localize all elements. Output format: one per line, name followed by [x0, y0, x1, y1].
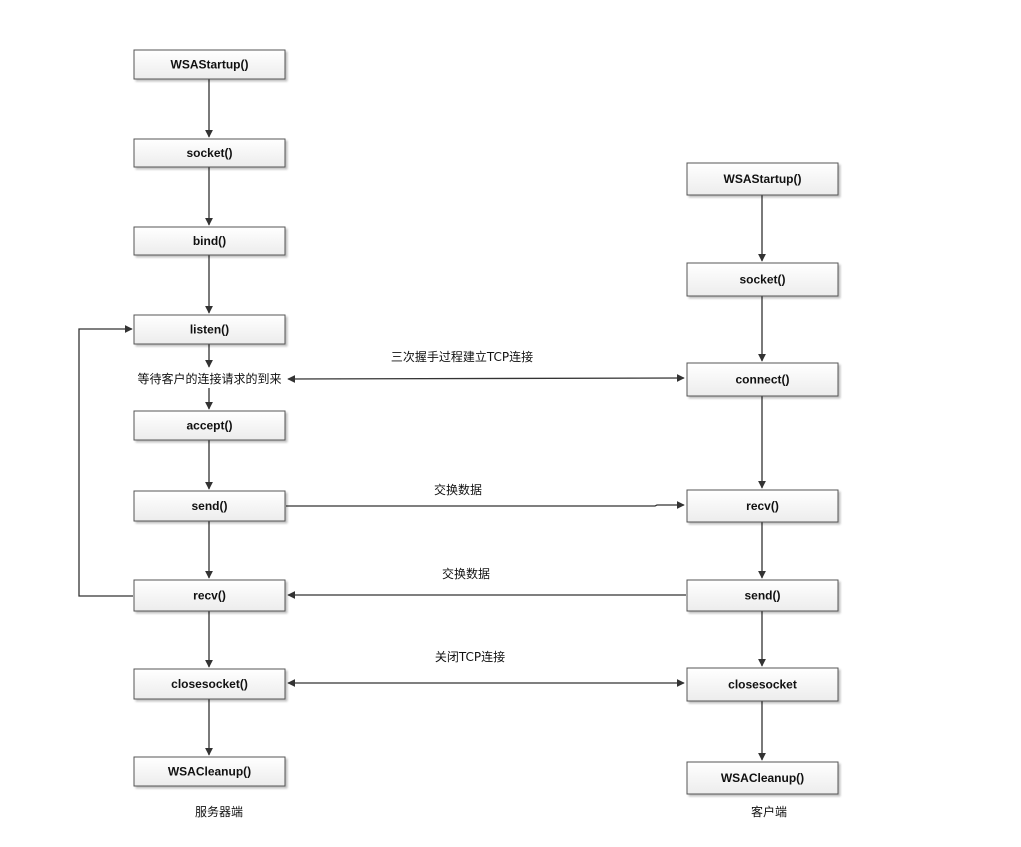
server-step-listen: listen(): [133, 314, 286, 345]
server-step-socket-label: socket(): [186, 146, 232, 160]
server-step-send-label: send(): [192, 499, 228, 513]
exchange-label-1: 交换数据: [434, 482, 482, 497]
client-step-wsastartup: WSAStartup(): [686, 162, 839, 196]
server-step-listen-label: listen(): [190, 323, 229, 337]
close-label: 关闭TCP连接: [435, 649, 505, 664]
client-step-wsacleanup-label: WSACleanup(): [721, 771, 804, 785]
server-step-socket: socket(): [133, 138, 286, 168]
exchange-send-arrow: [286, 501, 685, 509]
client-step-recv-label: recv(): [746, 499, 779, 513]
server-column-title: 服务器端: [195, 804, 243, 819]
client-step-connect-label: connect(): [736, 373, 790, 387]
server-step-wsacleanup: WSACleanup(): [133, 756, 286, 787]
server-step-recv: recv(): [133, 579, 286, 612]
client-step-send: send(): [686, 579, 839, 612]
client-step-wsastartup-label: WSAStartup(): [724, 172, 802, 186]
server-step-bind-label: bind(): [193, 234, 226, 248]
client-step-connect: connect(): [686, 362, 839, 397]
server-wait-text: 等待客户的连接请求的到来: [137, 371, 281, 386]
server-step-accept: accept(): [133, 410, 286, 441]
client-step-closesocket-label: closesocket: [728, 678, 797, 692]
client-step-wsacleanup: WSACleanup(): [686, 761, 839, 795]
server-step-wsacleanup-label: WSACleanup(): [168, 765, 251, 779]
loop-back-arrow: [78, 325, 133, 597]
exchange-label-2: 交换数据: [442, 566, 490, 581]
server-step-wsastartup-label: WSAStartup(): [171, 58, 249, 72]
client-column-title: 客户端: [751, 804, 787, 819]
client-step-socket-label: socket(): [739, 273, 785, 287]
client-step-send-label: send(): [745, 589, 781, 603]
server-step-closesocket-label: closesocket(): [171, 677, 248, 691]
server-step-closesocket: closesocket(): [133, 668, 286, 700]
server-step-recv-label: recv(): [193, 589, 226, 603]
server-step-send: send(): [133, 490, 286, 522]
server-step-wsastartup: WSAStartup(): [133, 49, 286, 80]
handshake-label: 三次握手过程建立TCP连接: [391, 349, 533, 364]
client-step-recv: recv(): [686, 489, 839, 523]
server-step-bind: bind(): [133, 226, 286, 256]
handshake-arrow: [287, 374, 685, 383]
client-step-socket: socket(): [686, 262, 839, 297]
server-step-accept-label: accept(): [186, 419, 232, 433]
client-step-closesocket: closesocket: [686, 667, 839, 702]
